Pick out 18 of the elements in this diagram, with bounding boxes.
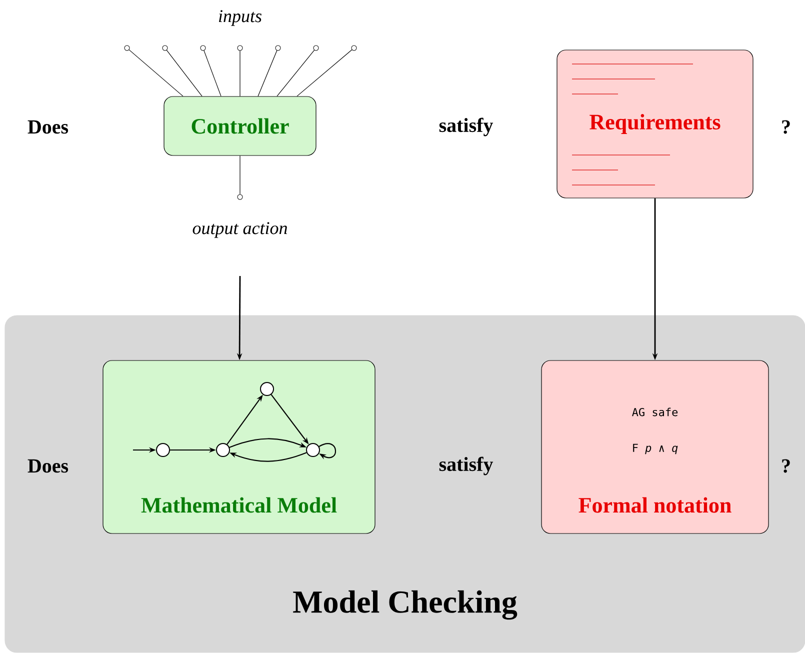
connector-line [204,50,222,96]
connector-line [128,50,184,96]
document-box: AG safe F p ∧ q Formal notation [541,360,769,534]
label-text: satisfy [439,456,494,476]
connector-line [166,50,202,96]
process-box: Controller [164,96,316,156]
connector-line [296,49,352,96]
label-text: inputs [219,10,262,26]
label-text: Does [28,459,68,473]
process-box: Mathematical Model [102,360,376,534]
connector-line [258,50,278,96]
document-box: Requirements [556,50,754,198]
label-text: satisfy [439,118,494,136]
label-text: ? [782,120,790,134]
connector-line [276,50,315,96]
label-text: output action [192,222,288,238]
label-text: Does [28,120,68,134]
arrow [318,443,336,460]
